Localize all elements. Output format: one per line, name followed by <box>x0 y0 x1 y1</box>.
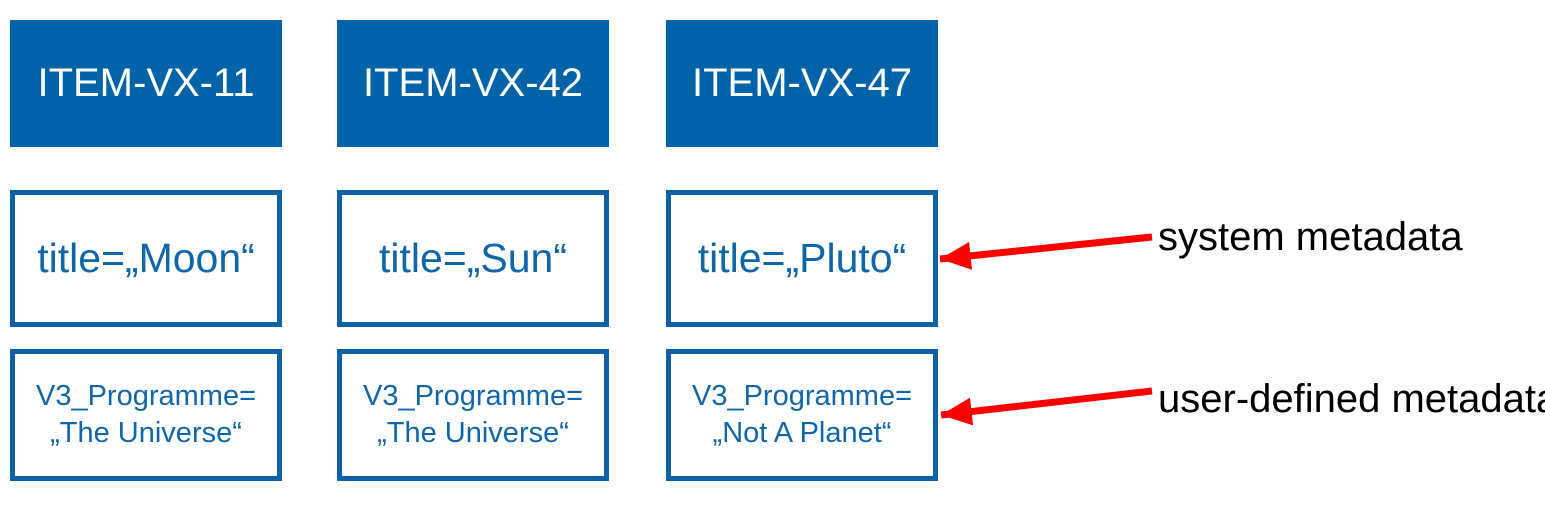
item-id: ITEM-VX-11 <box>37 61 255 105</box>
system-metadata-value: title=„Moon“ <box>37 235 255 281</box>
user-metadata-key: V3_Programme= <box>35 379 257 412</box>
item-column: ITEM-VX-11 title=„Moon“ V3_Programme= „T… <box>10 0 282 528</box>
system-metadata-box: title=„Pluto“ <box>666 190 938 327</box>
system-metadata-box: title=„Sun“ <box>337 190 609 327</box>
arrow-system-metadata <box>939 233 1153 270</box>
item-column: ITEM-VX-47 title=„Pluto“ V3_Programme= „… <box>666 0 938 528</box>
user-metadata-box: V3_Programme= „The Universe“ <box>10 349 282 481</box>
user-metadata-box: V3_Programme= „Not A Planet“ <box>666 349 938 481</box>
system-metadata-value: title=„Pluto“ <box>697 235 907 281</box>
item-id: ITEM-VX-47 <box>691 61 913 105</box>
item-column: ITEM-VX-42 title=„Sun“ V3_Programme= „Th… <box>337 0 609 528</box>
system-metadata-value: title=„Sun“ <box>378 235 567 281</box>
item-header-box: ITEM-VX-47 <box>666 20 938 147</box>
system-metadata-box: title=„Moon“ <box>10 190 282 327</box>
item-id: ITEM-VX-42 <box>362 61 584 105</box>
user-metadata-box: V3_Programme= „The Universe“ <box>337 349 609 481</box>
item-header-box: ITEM-VX-42 <box>337 20 609 147</box>
annotation-user-metadata-label: user-defined metadata <box>1158 377 1545 421</box>
user-metadata-value: „The Universe“ <box>50 417 242 449</box>
user-metadata-value: „The Universe“ <box>377 417 569 449</box>
item-header-box: ITEM-VX-11 <box>10 20 282 147</box>
user-metadata-value: „Not A Planet“ <box>712 417 892 449</box>
user-metadata-key: V3_Programme= <box>362 379 584 412</box>
arrow-user-metadata <box>940 387 1153 426</box>
annotation-system-metadata-label: system metadata <box>1158 215 1463 259</box>
user-metadata-key: V3_Programme= <box>691 379 913 412</box>
